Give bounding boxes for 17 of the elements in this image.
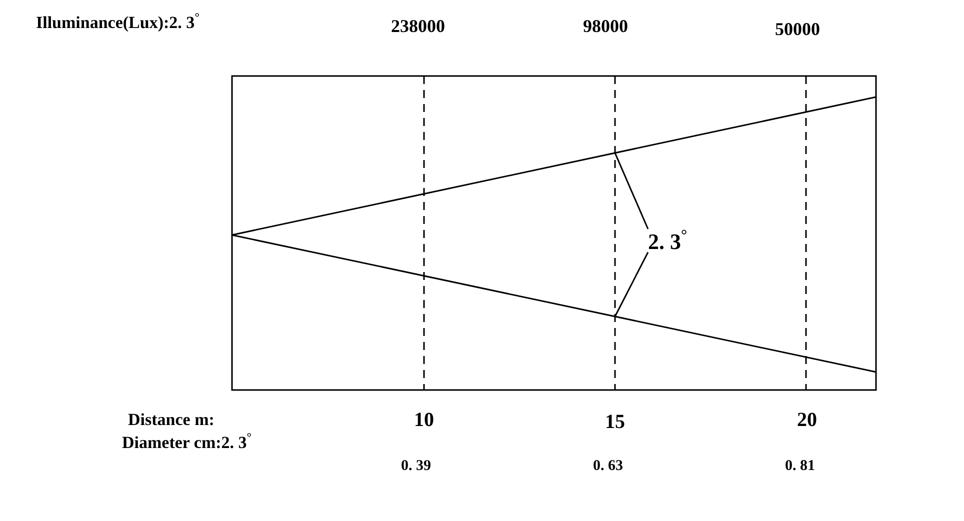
diameter-value: 0. 63 [593, 459, 623, 474]
illuminance-label: Illuminance(Lux):2. 3$^{°}$ [36, 12, 200, 32]
leader-line [614, 152, 649, 230]
leader-line [614, 252, 649, 317]
diameter-label: Diameter cm:2. 3$^{°}$ [122, 432, 252, 452]
diameter-value: 0. 39 [401, 459, 431, 474]
illuminance-value: 98000 [583, 17, 628, 35]
diameter-value: 0. 81 [785, 459, 815, 474]
distance-value: 15 [605, 412, 625, 432]
illuminance-value: 238000 [391, 17, 445, 35]
beam-edge-line [232, 96, 876, 236]
distance-value: 10 [414, 410, 434, 430]
distance-value: 20 [797, 410, 817, 430]
illuminance-value: 50000 [775, 20, 820, 38]
distance-label: Distance m: [128, 411, 214, 428]
angle-label: 2. 3$^{°}$ [648, 228, 688, 254]
beam-edge-line [232, 234, 876, 373]
